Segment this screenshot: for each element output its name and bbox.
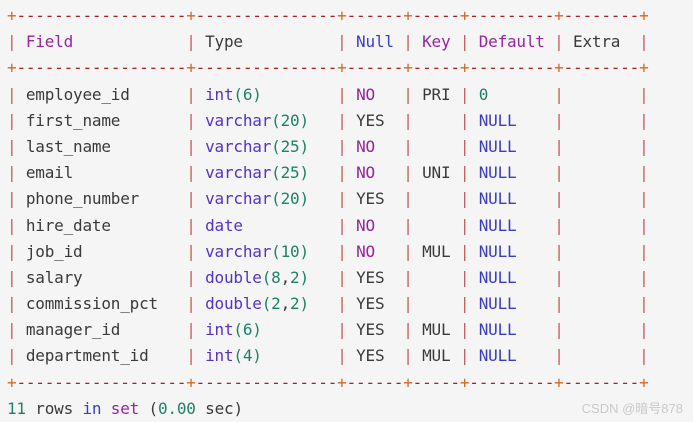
table-border-line: +------------------+---------------+----… <box>7 58 649 78</box>
csdn-watermark: CSDN @暗号878 <box>581 401 683 416</box>
table-data-row: | salary | double(8,2) | YES | | NULL | … <box>7 267 649 287</box>
table-data-row: | first_name | varchar(20) | YES | | NUL… <box>7 110 649 130</box>
table-data-row: | email | varchar(25) | NO | UNI | NULL … <box>7 163 649 183</box>
table-data-row: | last_name | varchar(25) | NO | | NULL … <box>7 136 649 156</box>
table-border-line: +------------------+---------------+----… <box>7 372 649 392</box>
table-data-row: | employee_id | int(6) | NO | PRI | 0 | … <box>7 84 649 104</box>
table-border-line: +------------------+---------------+----… <box>7 6 649 25</box>
table-data-row: | phone_number | varchar(20) | YES | | N… <box>7 189 649 209</box>
result-summary: 11 rows in set (0.00 sec) <box>7 398 243 418</box>
table-data-row: | hire_date | date | NO | | NULL | | <box>7 215 649 235</box>
table-data-row: | department_id | int(4) | YES | MUL | N… <box>7 346 649 366</box>
table-header-row: | Field | Type | Null | Key | Default | … <box>7 32 649 52</box>
table-data-row: | commission_pct | double(2,2) | YES | |… <box>7 294 649 314</box>
table-data-row: | manager_id | int(6) | YES | MUL | NULL… <box>7 320 649 340</box>
table-data-row: | job_id | varchar(10) | NO | MUL | NULL… <box>7 241 649 261</box>
